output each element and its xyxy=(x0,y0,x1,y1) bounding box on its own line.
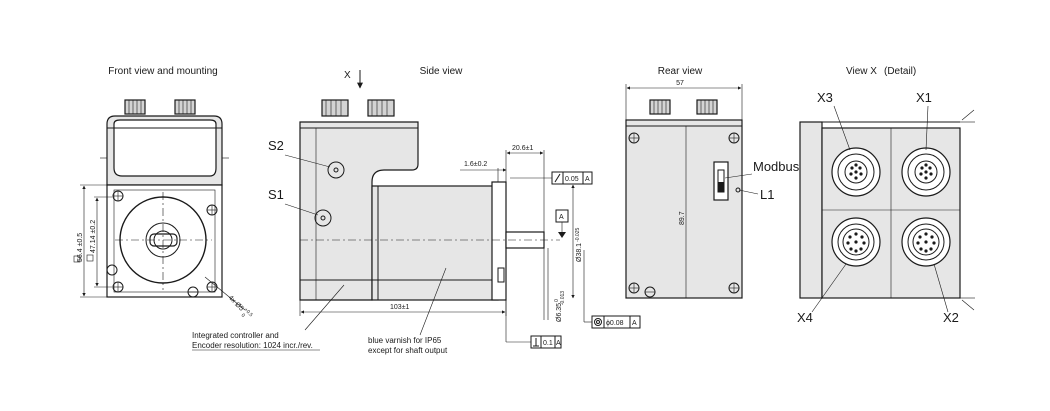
front-connector-left xyxy=(124,99,146,115)
label-l1: L1 xyxy=(760,187,774,202)
rear-connector-left xyxy=(649,99,671,115)
dim-1-6: 1.6±0.2 xyxy=(464,161,487,168)
label-x3: X3 xyxy=(817,90,833,105)
view-arrow-label: X xyxy=(344,70,351,81)
detail-flange xyxy=(799,121,823,299)
front-dim-inner: 47.14±0.2 xyxy=(90,220,97,253)
rear-view: 57 89.7 Modbus L1 xyxy=(625,80,800,299)
label-s2: S2 xyxy=(268,138,284,153)
dim-shaft-dia: Ø38.1-0.025 xyxy=(575,228,583,262)
svg-text:A: A xyxy=(559,214,564,221)
side-connector-left xyxy=(321,99,349,117)
rear-housing xyxy=(625,119,743,299)
svg-text:0.1: 0.1 xyxy=(543,340,553,347)
side-connector-right xyxy=(367,99,395,117)
note-shaft-output: except for shaft output xyxy=(368,346,448,355)
svg-text:0.05: 0.05 xyxy=(565,176,579,183)
tol-frame-perpendicularity xyxy=(530,335,562,349)
svg-text:A: A xyxy=(556,340,561,347)
switch-s1 xyxy=(314,209,332,227)
label-x2: X2 xyxy=(943,310,959,325)
rear-dim-width: 57 xyxy=(676,80,684,87)
note-varnish: blue varnish for IP65 xyxy=(368,336,442,345)
front-view-title: Front view and mounting xyxy=(108,66,218,77)
svg-text:A: A xyxy=(632,320,637,327)
front-connector-right xyxy=(174,99,196,115)
note-controller: Integrated controller and xyxy=(192,331,279,340)
label-s1: S1 xyxy=(268,187,284,202)
side-motor-body xyxy=(371,185,499,301)
rear-dim-height: 89.7 xyxy=(679,211,686,225)
label-x1: X1 xyxy=(916,90,932,105)
side-housing xyxy=(299,121,419,301)
dim-shaft-small: Ø6.350-0.013 xyxy=(554,291,566,322)
label-x4: X4 xyxy=(797,310,813,325)
detail-view-title-suffix: (Detail) xyxy=(884,66,916,77)
detail-view-title: View X xyxy=(846,66,877,77)
side-view-title: Side view xyxy=(420,66,464,77)
front-view: 56.4±0.5 47.14±0.2 4x Ø5+0.50 xyxy=(73,99,254,323)
note-encoder: Encoder resolution: 1024 incr./rev. xyxy=(192,341,313,350)
svg-text:A: A xyxy=(585,176,590,183)
side-view: X S2 S1 20.6±1 1.6± xyxy=(192,70,641,355)
switch-s2 xyxy=(327,161,345,179)
rear-connector-right xyxy=(696,99,718,115)
dim-103: 103±1 xyxy=(390,304,410,311)
front-holes-dim: 4x Ø5+0.50 xyxy=(224,293,254,323)
dim-20-6: 20.6±1 xyxy=(512,145,533,152)
front-dim-outer: 56.4±0.5 xyxy=(77,233,84,262)
modbus-switch-housing xyxy=(713,161,729,201)
label-modbus: Modbus xyxy=(753,159,800,174)
detail-view: X3 X1 X4 X2 xyxy=(797,90,975,325)
rear-view-title: Rear view xyxy=(658,66,703,77)
tol-frame-concentricity xyxy=(591,315,641,329)
svg-text:ϕ0.08: ϕ0.08 xyxy=(606,320,624,327)
